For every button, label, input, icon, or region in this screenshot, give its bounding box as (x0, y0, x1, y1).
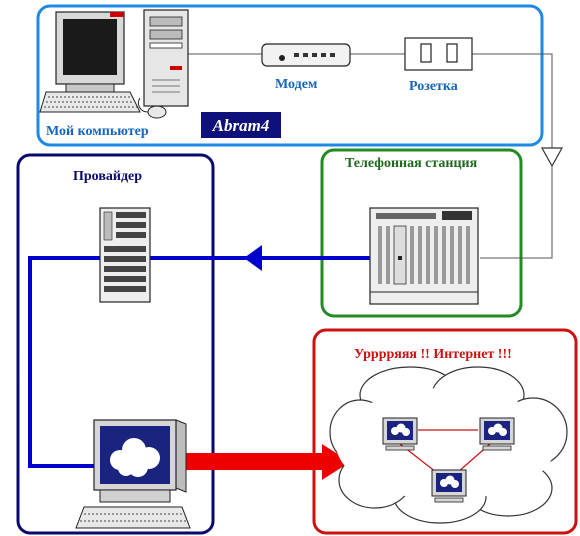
provider-label: Провайдер (73, 169, 142, 184)
provider-box (16, 153, 215, 535)
phone-station-label: Телефонная станция (345, 156, 478, 171)
keyboard-icon (39, 91, 141, 113)
arrow-right-icon (322, 444, 350, 480)
phone-station-box (320, 148, 523, 318)
internet-node-icon (479, 417, 515, 451)
provider-link (28, 256, 370, 468)
modem-label: Модем (275, 77, 318, 92)
internet-node-icon (382, 417, 418, 451)
internet-box (312, 328, 578, 535)
abram4-logo: Abram4 (201, 112, 281, 138)
socket-icon (404, 37, 473, 71)
socket-label: Розетка (409, 79, 458, 94)
internet-label: Урррряяя !! Интернет !!! (354, 347, 512, 362)
svg-text:Abram4: Abram4 (212, 116, 270, 135)
internet-arrow-shaft (184, 453, 324, 470)
mouse-icon (137, 97, 167, 119)
modem-icon (261, 43, 351, 67)
tower-pc-icon (143, 9, 189, 107)
monitor-icon (55, 11, 125, 93)
my-computer-label: Мой компьютер (46, 124, 149, 139)
line-junction-icon (540, 147, 564, 168)
workstation-cloud-icon (75, 419, 191, 529)
internet-cloud-icon (329, 366, 568, 524)
my-computer-box (36, 4, 544, 147)
arrow-left-icon (244, 245, 262, 271)
server-icon (99, 207, 151, 303)
switch-rack-icon (369, 207, 479, 305)
internet-node-icon (431, 469, 467, 503)
